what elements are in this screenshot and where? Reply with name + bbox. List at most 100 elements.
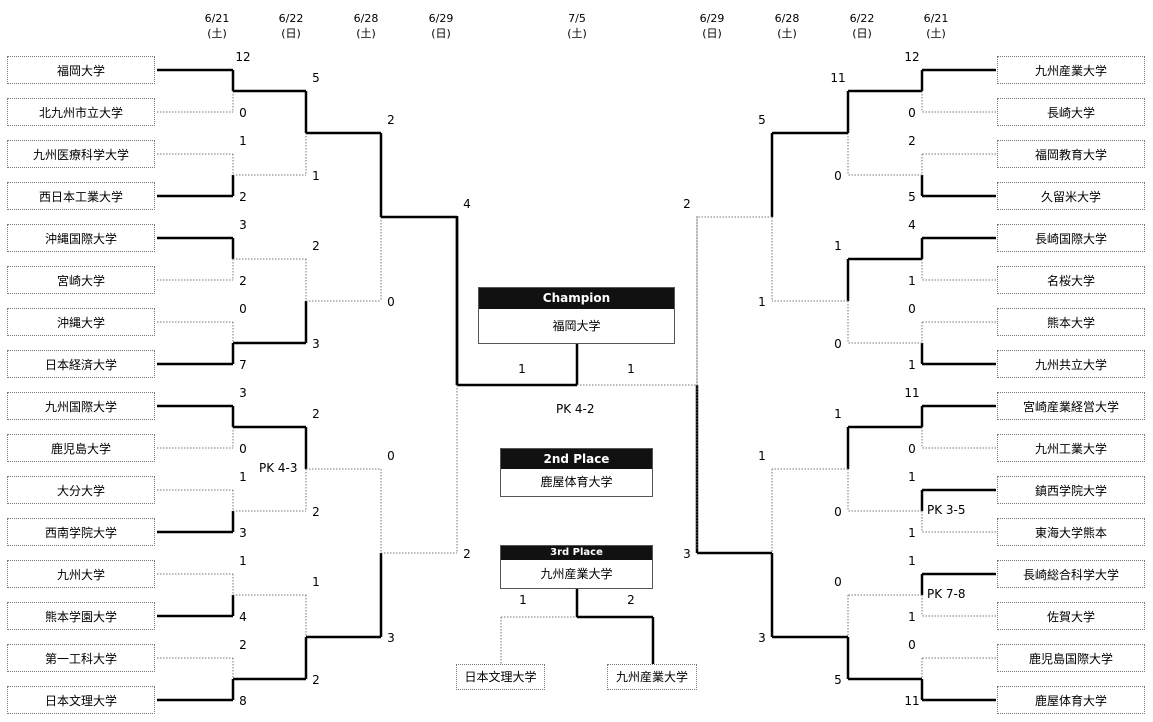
team-name: 日本文理大学 [7, 686, 155, 714]
date-column: 6/28 (土) [757, 11, 817, 41]
match-score: 1 [239, 554, 247, 568]
team-name: 鹿屋体育大学 [997, 686, 1145, 714]
match-score: 3 [239, 218, 247, 232]
second-place-label: 2nd Place [501, 449, 652, 469]
match-score: 11 [904, 694, 920, 708]
match-score: 0 [908, 442, 916, 456]
match-score: 2 [312, 505, 320, 519]
team-name: 佐賀大学 [997, 602, 1145, 630]
match-score: 0 [834, 575, 842, 589]
pk-right-r1-b: PK 7-8 [927, 587, 966, 601]
team-name: 九州国際大学 [7, 392, 155, 420]
team-name: 西南学院大学 [7, 518, 155, 546]
team-name: 沖縄国際大学 [7, 224, 155, 252]
second-place-box: 2nd Place 鹿屋体育大学 [500, 448, 653, 497]
match-score: 2 [239, 638, 247, 652]
match-score: 5 [908, 190, 916, 204]
match-score: 1 [518, 362, 526, 376]
date-column: 6/22(日) [261, 11, 321, 41]
match-score: 3 [239, 386, 247, 400]
team-name: 東海大学熊本 [997, 518, 1145, 546]
match-score: 0 [239, 302, 247, 316]
match-score: 1 [312, 169, 320, 183]
pk-left-r2: PK 4-3 [259, 461, 298, 475]
weekday-label: (土) [567, 27, 587, 40]
match-score: 1 [239, 470, 247, 484]
match-score: 3 [239, 526, 247, 540]
weekday-label: (日) [281, 27, 301, 40]
match-score: 1 [908, 470, 916, 484]
match-score: 1 [519, 593, 527, 607]
match-score: 2 [239, 190, 247, 204]
match-score: 2 [312, 407, 320, 421]
match-score: 1 [758, 295, 766, 309]
third-match-right-team: 九州産業大学 [607, 664, 697, 690]
match-score: 0 [239, 442, 247, 456]
match-score: 2 [627, 593, 635, 607]
match-score: 1 [908, 274, 916, 288]
match-score: 0 [239, 106, 247, 120]
match-score: 3 [758, 631, 766, 645]
match-score: 2 [683, 197, 691, 211]
team-name: 九州産業大学 [997, 56, 1145, 84]
match-score: 0 [834, 169, 842, 183]
match-score: 1 [834, 407, 842, 421]
match-score: 0 [387, 449, 395, 463]
team-name: 九州共立大学 [997, 350, 1145, 378]
pk-right-r1-a: PK 3-5 [927, 503, 966, 517]
match-score: 1 [908, 358, 916, 372]
match-score: 0 [908, 302, 916, 316]
match-score: 0 [908, 638, 916, 652]
weekday-label: (日) [852, 27, 872, 40]
pk-final: PK 4-2 [556, 402, 595, 416]
match-score: 1 [908, 526, 916, 540]
match-score: 0 [834, 505, 842, 519]
date-column: 7/5 (土) [547, 11, 607, 41]
match-score: 5 [312, 71, 320, 85]
match-score: 1 [239, 134, 247, 148]
match-score: 3 [387, 631, 395, 645]
date-label: 6/28 [774, 12, 800, 25]
date-label: 6/22 [849, 12, 875, 25]
match-score: 8 [239, 694, 247, 708]
match-score: 1 [908, 554, 916, 568]
weekday-label: (日) [431, 27, 451, 40]
third-place-box: 3rd Place 九州産業大学 [500, 545, 653, 589]
date-label: 7/5 [568, 12, 586, 25]
champion-label: Champion [479, 288, 674, 309]
team-name: 第一工科大学 [7, 644, 155, 672]
team-name: 沖縄大学 [7, 308, 155, 336]
weekday-label: (日) [702, 27, 722, 40]
weekday-label: (土) [207, 27, 227, 40]
match-score: 7 [239, 358, 247, 372]
match-score: 0 [908, 106, 916, 120]
third-place-team: 九州産業大学 [540, 567, 613, 581]
date-label: 6/29 [699, 12, 725, 25]
team-name: 大分大学 [7, 476, 155, 504]
match-score: 2 [908, 134, 916, 148]
match-score: 3 [683, 547, 691, 561]
team-name: 福岡大学 [7, 56, 155, 84]
team-name: 福岡教育大学 [997, 140, 1145, 168]
team-name: 鹿児島大学 [7, 434, 155, 462]
weekday-label: (土) [777, 27, 797, 40]
weekday-label: (土) [356, 27, 376, 40]
team-name: 九州大学 [7, 560, 155, 588]
match-score: 0 [834, 337, 842, 351]
date-column: 6/28(土) [336, 11, 396, 41]
match-score: 1 [758, 449, 766, 463]
match-score: 12 [904, 50, 920, 64]
team-name: 長崎国際大学 [997, 224, 1145, 252]
team-name: 鎮西学院大学 [997, 476, 1145, 504]
match-score: 1 [908, 610, 916, 624]
champion-box: Champion 福岡大学 [478, 287, 675, 344]
team-name: 九州医療科学大学 [7, 140, 155, 168]
date-column: 6/29 (日) [411, 11, 471, 41]
date-label: 6/29 [428, 12, 454, 25]
match-score: 5 [758, 113, 766, 127]
date-column: 6/29 (日) [682, 11, 742, 41]
match-score: 1 [627, 362, 635, 376]
match-score: 1 [312, 575, 320, 589]
team-name: 北九州市立大学 [7, 98, 155, 126]
